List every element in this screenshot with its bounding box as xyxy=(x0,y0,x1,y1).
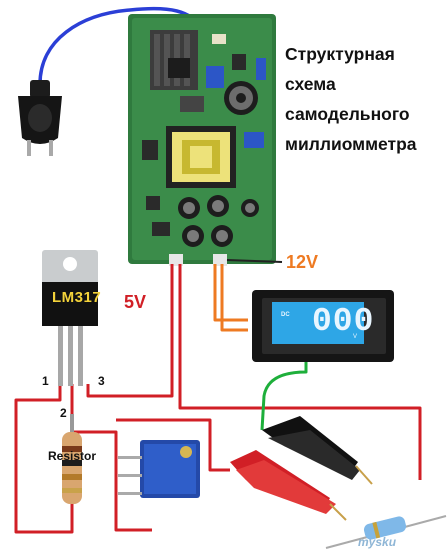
title-line-1: Структурная xyxy=(285,44,395,64)
green-wire-meter-to-clip xyxy=(260,362,308,431)
title-line-3: самодельного xyxy=(285,104,410,124)
test-resistor xyxy=(325,515,447,549)
orange-wire-12v-a xyxy=(213,264,248,322)
trimmer-potentiometer xyxy=(118,440,200,498)
watermark-logo: mysku xyxy=(358,535,397,549)
heatsink xyxy=(150,30,198,90)
resistor-label: Resistor xyxy=(48,449,97,463)
power-supply-module xyxy=(128,14,276,266)
title-line-4: миллиомметра xyxy=(285,134,417,154)
red-wire-to-potentiometer xyxy=(72,430,152,532)
digital-voltmeter xyxy=(252,290,394,362)
label-12v: 12V xyxy=(286,252,319,272)
title-line-2: схема xyxy=(285,74,336,94)
meter-mode: DC xyxy=(281,312,290,318)
red-wire-5v-to-regulator xyxy=(86,264,174,398)
meter-lcd-screen xyxy=(272,302,364,344)
red-wire-pin1-resistor xyxy=(14,384,74,534)
pin-label-3: 3 xyxy=(98,374,105,388)
pin-label-2: 2 xyxy=(60,406,67,420)
red-wire-to-clip xyxy=(116,418,230,472)
meter-unit: V xyxy=(353,334,358,340)
orange-wire-12v-b xyxy=(220,264,248,332)
resistor xyxy=(62,414,82,504)
red-crocodile-clip xyxy=(230,450,347,521)
transformer xyxy=(166,126,236,188)
12v-leader-line xyxy=(226,259,283,263)
label-5v: 5V xyxy=(124,292,147,312)
black-crocodile-clip xyxy=(262,416,373,485)
pin-label-1: 1 xyxy=(42,374,49,388)
regulator-label: LM317 xyxy=(52,289,102,306)
red-wire-gnd-to-clip xyxy=(178,264,422,480)
meter-reading: 000 xyxy=(312,303,375,340)
lm317-regulator xyxy=(42,250,98,386)
